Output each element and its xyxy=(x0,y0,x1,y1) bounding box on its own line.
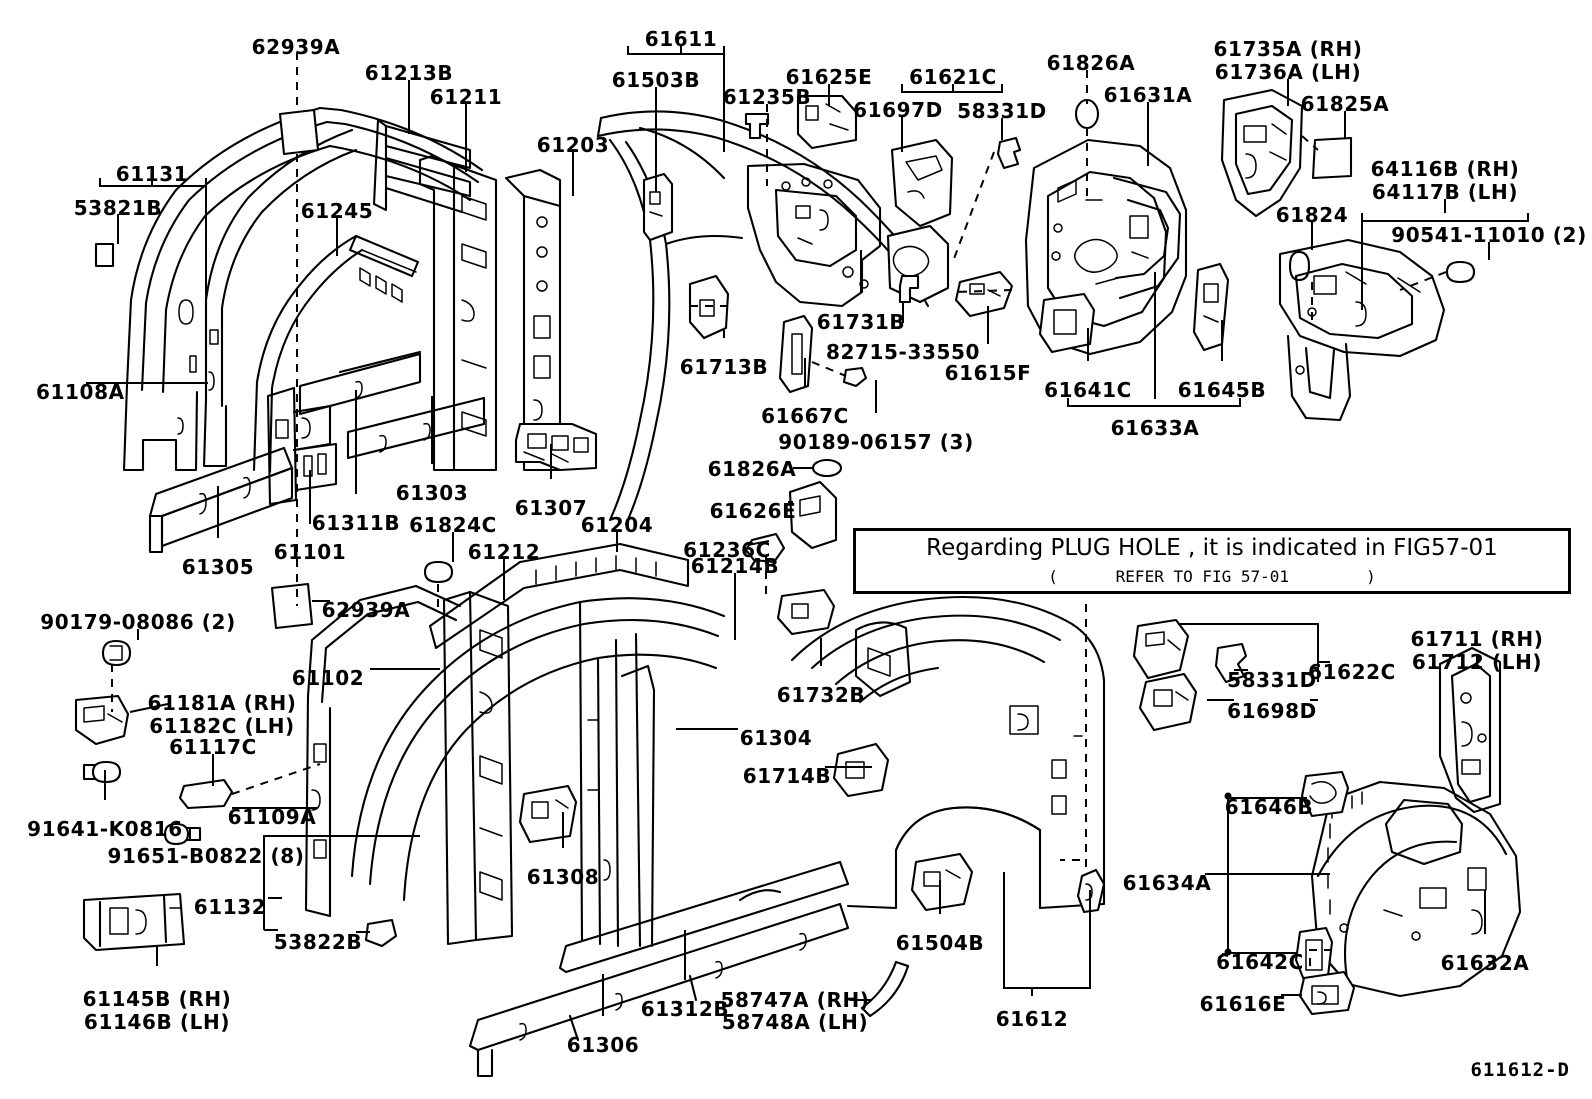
figure-number: 611612-D xyxy=(1470,1059,1570,1081)
part-number-64117b-lh[interactable]: 64117B (LH) xyxy=(1371,180,1519,204)
group-front-pillar-lower xyxy=(74,108,486,952)
part-number-61308[interactable]: 61308 xyxy=(526,865,600,889)
part-number-90541-11010-2[interactable]: 90541-11010 (2) xyxy=(1391,223,1587,247)
part-number-61622c[interactable]: 61622C xyxy=(1308,660,1396,684)
part-number-61625e[interactable]: 61625E xyxy=(785,65,873,89)
part-number-61735a-rh[interactable]: 61735A (RH) xyxy=(1213,37,1363,61)
part-number-61642c[interactable]: 61642C xyxy=(1216,950,1304,974)
part-number-61732b[interactable]: 61732B xyxy=(776,683,866,707)
part-number-61621c[interactable]: 61621C xyxy=(909,65,997,89)
part-number-61235b[interactable]: 61235B xyxy=(722,85,812,109)
part-number-61203[interactable]: 61203 xyxy=(536,133,610,157)
part-number-58331d[interactable]: 58331D xyxy=(957,99,1047,123)
part-number-61611[interactable]: 61611 xyxy=(644,27,718,51)
part-number-61631a[interactable]: 61631A xyxy=(1103,83,1193,107)
part-number-61824[interactable]: 61824 xyxy=(1275,203,1349,227)
group-quarter-panel-outer-lower xyxy=(744,458,1106,1018)
part-number-61711-rh[interactable]: 61711 (RH) xyxy=(1410,627,1544,651)
part-number-61634a[interactable]: 61634A xyxy=(1122,871,1212,895)
part-number-61311b[interactable]: 61311B xyxy=(311,511,401,535)
part-number-61698d[interactable]: 61698D xyxy=(1227,699,1317,723)
group-rear-wheel-house-lower xyxy=(1132,618,1522,1016)
part-number-61304[interactable]: 61304 xyxy=(739,726,813,750)
part-number-61825a[interactable]: 61825A xyxy=(1300,92,1390,116)
part-number-61212[interactable]: 61212 xyxy=(467,540,541,564)
part-number-61736a-lh[interactable]: 61736A (LH) xyxy=(1214,60,1362,84)
part-number-61108a[interactable]: 61108A xyxy=(36,380,125,404)
part-number-61204[interactable]: 61204 xyxy=(580,513,654,537)
part-number-61101[interactable]: 61101 xyxy=(273,540,347,564)
part-number-61306[interactable]: 61306 xyxy=(566,1033,640,1057)
part-number-61245[interactable]: 61245 xyxy=(300,199,374,223)
part-number-61612[interactable]: 61612 xyxy=(995,1007,1069,1031)
part-number-62939a[interactable]: 62939A xyxy=(251,35,341,59)
part-number-61503b[interactable]: 61503B xyxy=(611,68,701,92)
part-number-61109a[interactable]: 61109A xyxy=(227,805,317,829)
part-number-61303[interactable]: 61303 xyxy=(395,481,469,505)
part-number-62939a[interactable]: 62939A xyxy=(321,598,411,622)
part-number-61667c[interactable]: 61667C xyxy=(761,404,849,428)
part-number-61236c[interactable]: 61236C xyxy=(683,538,771,562)
part-number-61131[interactable]: 61131 xyxy=(115,162,189,186)
part-number-61731b[interactable]: 61731B xyxy=(816,310,906,334)
part-number-61712-lh[interactable]: 61712 (LH) xyxy=(1411,650,1543,674)
part-number-90179-08086-2[interactable]: 90179-08086 (2) xyxy=(40,610,236,634)
plug-hole-note-box: Regarding PLUG HOLE , it is indicated in… xyxy=(853,528,1571,594)
part-number-61826a[interactable]: 61826A xyxy=(1046,51,1136,75)
part-number-61213b[interactable]: 61213B xyxy=(364,61,454,85)
part-number-61181a-rh[interactable]: 61181A (RH) xyxy=(147,691,297,715)
part-number-61824c[interactable]: 61824C xyxy=(409,513,497,537)
part-number-61641c[interactable]: 61641C xyxy=(1044,378,1132,402)
part-number-58748a-lh[interactable]: 58748A (LH) xyxy=(721,1010,869,1034)
part-number-61626e[interactable]: 61626E xyxy=(709,499,797,523)
leader-lines xyxy=(86,46,1529,1016)
part-number-61633a[interactable]: 61633A xyxy=(1110,416,1200,440)
group-front-body-pillar-upper xyxy=(122,106,598,474)
part-number-53821b[interactable]: 53821B xyxy=(73,196,163,220)
part-number-61826a[interactable]: 61826A xyxy=(707,457,797,481)
part-number-61616e[interactable]: 61616E xyxy=(1199,992,1287,1016)
part-number-58331d[interactable]: 58331D xyxy=(1227,668,1317,692)
part-number-61102[interactable]: 61102 xyxy=(291,666,365,690)
group-body-side-inner-lower xyxy=(304,542,850,1078)
part-number-61312b[interactable]: 61312B xyxy=(640,997,730,1021)
part-number-61132[interactable]: 61132 xyxy=(193,895,267,919)
part-number-61646b[interactable]: 61646B xyxy=(1224,795,1314,819)
part-number-61714b[interactable]: 61714B xyxy=(742,764,832,788)
group-quarter-panel-upper xyxy=(596,94,1022,526)
part-number-61211[interactable]: 61211 xyxy=(429,85,503,109)
plug-hole-note-line1: Regarding PLUG HOLE , it is indicated in… xyxy=(926,535,1498,561)
part-number-64116b-rh[interactable]: 64116B (RH) xyxy=(1370,157,1520,181)
part-number-61713b[interactable]: 61713B xyxy=(679,355,769,379)
part-number-61697d[interactable]: 61697D xyxy=(853,98,943,122)
part-number-61305[interactable]: 61305 xyxy=(181,555,255,579)
part-number-58747a-rh[interactable]: 58747A (RH) xyxy=(720,988,870,1012)
part-number-61307[interactable]: 61307 xyxy=(514,496,588,520)
part-number-90189-06157-3[interactable]: 90189-06157 (3) xyxy=(778,430,974,454)
part-number-82715-33550[interactable]: 82715-33550 xyxy=(825,340,981,364)
part-number-61632a[interactable]: 61632A xyxy=(1440,951,1530,975)
part-number-61645b[interactable]: 61645B xyxy=(1177,378,1267,402)
group-rear-wheel-house-upper xyxy=(1024,88,1476,422)
part-number-61145b-rh[interactable]: 61145B (RH) xyxy=(82,987,232,1011)
part-number-61182c-lh[interactable]: 61182C (LH) xyxy=(149,714,295,738)
part-number-61504b[interactable]: 61504B xyxy=(895,931,985,955)
part-number-53822b[interactable]: 53822B xyxy=(273,930,363,954)
part-number-91641-k0816[interactable]: 91641-K0816 xyxy=(27,817,183,841)
plug-hole-note-line2: ( REFER TO FIG 57-01 ) xyxy=(1048,567,1376,586)
part-number-61615f[interactable]: 61615F xyxy=(944,361,1032,385)
part-number-61117c[interactable]: 61117C xyxy=(169,735,257,759)
part-number-91651-b0822-8[interactable]: 91651-B0822 (8) xyxy=(107,844,305,868)
part-number-61214b[interactable]: 61214B xyxy=(690,554,780,578)
part-number-61146b-lh[interactable]: 61146B (LH) xyxy=(83,1010,231,1034)
